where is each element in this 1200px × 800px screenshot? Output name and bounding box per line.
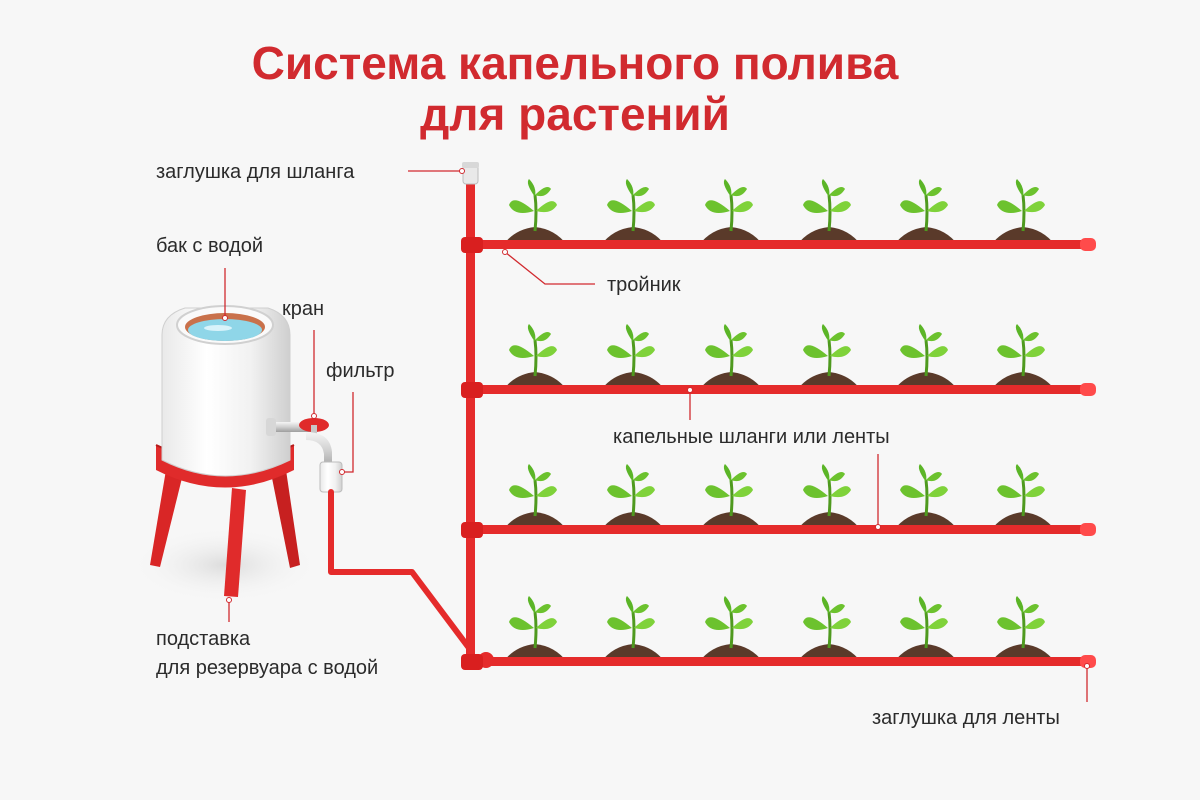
plant-seedling [503,464,567,530]
label-tap: кран [282,298,325,320]
drip-hose [476,525,1090,534]
main-pipe [462,162,479,664]
plant-seedling [699,324,763,390]
plant-seedling [797,596,861,662]
plant-seedling [601,596,665,662]
tank-shadow [130,527,320,603]
water-tank [161,305,291,477]
leader-dot [459,168,465,174]
plant-seedling [991,464,1055,530]
plant-seedling [894,179,958,245]
label-filter: фильтр [326,360,395,382]
plant-seedling [503,596,567,662]
plant-seedling [894,464,958,530]
leader-dot [226,597,232,603]
title-line-2: для растений [420,88,730,140]
leader-dot [311,413,317,419]
tape-end-cap [1080,655,1096,668]
leader-dot [222,315,228,321]
leader-dot [502,249,508,255]
tap [266,418,332,470]
plant-seedling [699,464,763,530]
label-water-tank: бак с водой [156,235,264,257]
drip-hose [476,385,1090,394]
label-drip-hoses: капельные шланги или ленты [613,426,890,448]
plant-seedling [601,324,665,390]
plant-seedling [601,179,665,245]
leader-dot [875,524,881,530]
plant-seedling [894,324,958,390]
supply-pipe [328,489,485,665]
title-line-1: Система капельного полива [251,37,899,89]
tape-end-cap [1080,383,1096,396]
drip-row [461,464,1096,538]
tee-fitting [461,654,483,670]
tee-fitting [461,237,483,253]
label-tee: тройник [607,274,681,296]
label-tape-cap: заглушка для ленты [872,707,1060,729]
label-stand-line-1: подставка [156,628,251,650]
tee-fitting [461,382,483,398]
plant-seedling [797,179,861,245]
drip-row [461,324,1096,398]
plant-seedling [601,464,665,530]
plant-seedling [797,464,861,530]
plant-seedling [894,596,958,662]
plant-seedling [699,596,763,662]
tee-fitting [461,522,483,538]
label-stand-line-2: для резервуара с водой [156,657,379,679]
drip-row [461,596,1096,670]
drip-row [461,179,1096,253]
plant-seedling [699,179,763,245]
leader-dot [687,387,693,393]
drip-hose [476,657,1090,666]
tape-end-cap [1080,523,1096,536]
label-hose-cap: заглушка для шланга [156,161,355,183]
drip-rows [461,179,1096,670]
plant-seedling [503,179,567,245]
leader-line [504,251,595,285]
plant-seedling [797,324,861,390]
filter [319,461,343,493]
drip-hose [476,240,1090,249]
plant-seedling [991,179,1055,245]
leader-dot [339,469,345,475]
leader-lines [222,168,1090,702]
plant-seedling [991,324,1055,390]
leader-line [342,392,354,473]
leader-dot [1084,663,1090,669]
plant-seedling [991,596,1055,662]
plant-seedling [503,324,567,390]
tape-end-cap [1080,238,1096,251]
